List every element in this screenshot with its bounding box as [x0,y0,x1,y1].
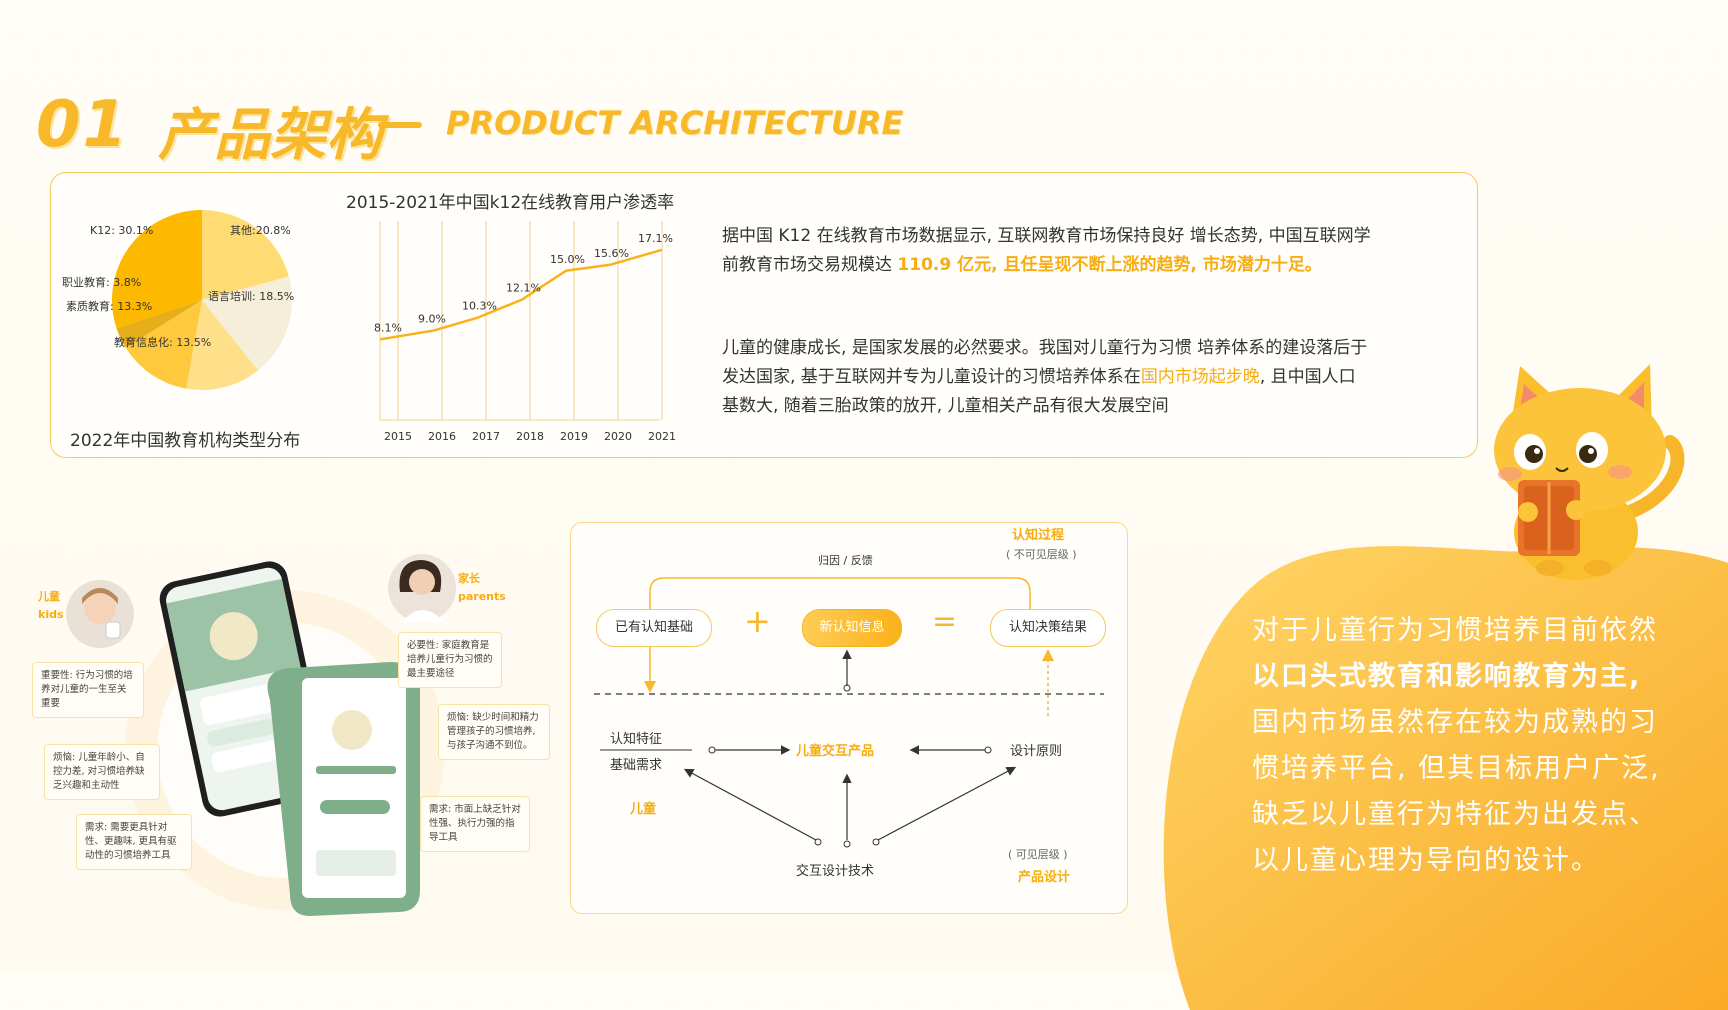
plus-sign: + [744,602,771,640]
pie-chart: K12: 30.1% 其他:20.8% 语言培训: 18.5% 教育信息化: 13.5… [62,210,294,390]
x-tick-label: 2021 [648,430,676,443]
x-tick-label: 2015 [384,430,412,443]
blob-line-4: 惯培养平台, 但其目标用户广泛, [1252,753,1661,784]
note-parent-need: 需求: 市面上缺乏针对性强、执行力强的指导工具 [420,796,530,852]
pie-slice-label: 素质教育: 13.3% [66,299,152,313]
diagram-connectors [594,577,1104,848]
paragraph-market: 据中国 K12 在线教育市场数据显示, 互联网教育市场保持良好 增长态势, 中国… [722,222,1422,280]
data-label: 10.3% [462,300,497,313]
pie-slice [125,300,202,389]
paragraph-market-line1: 据中国 K12 在线教育市场数据显示, 互联网教育市场保持良好 增长态势, 中国… [722,226,1371,246]
blob-summary-text: 对于儿童行为习惯培养目前依然 以口头式教育和影响教育为主, 国内市场虽然存在较为… [1252,608,1692,884]
label-product-design: 产品设计 [1018,870,1071,885]
equals-sign: = [932,604,958,639]
x-tick-label: 2018 [516,430,544,443]
data-label: 15.0% [550,253,585,266]
node-design-principle: 设计原则 [1010,744,1063,759]
orange-blob-background [1163,546,1728,1010]
pie-slice [186,300,259,390]
kid-avatar [66,580,134,648]
pie-slice [202,210,289,300]
pie-slice-label: 语言培训: 18.5% [208,289,294,303]
x-tick-label: 2019 [560,430,588,443]
data-label: 9.0% [418,312,446,325]
note-importance: 重要性: 行为习惯的培养对儿童的一生至关重要 [32,662,144,718]
parent-label-cn: 家长 [458,572,480,585]
line-chart: 8.1% 2015 9.0% 2016 10.3% 2017 12.1% 2018 15.0% 2… [374,221,676,443]
node-cognitive-feature: 认知特征 [610,732,663,747]
node-basic-need: 基础需求 [610,758,663,773]
data-label: 12.1% [506,282,541,295]
note-kid-need: 需求: 需要更具针对性、更趣味, 更具有驱动性的习惯培养工具 [76,814,192,870]
pie-slice [116,300,202,348]
parent-label-en: parents [458,590,506,603]
pie-slice-label: 其他:20.8% [230,224,291,237]
node-decision-result: 认知决策结果 [990,609,1106,647]
label-cognitive-process: 认知过程 [1012,528,1065,543]
pie-caption: 2022年中国教育机构类型分布 [70,431,301,451]
pie-slice-label: 教育信息化: 13.5% [114,335,211,349]
label-invisible-level: ( 不可见层级 ) [1006,548,1077,561]
pie-slice [112,210,202,329]
data-label: 15.6% [594,247,629,260]
x-tick-label: 2020 [604,430,632,443]
blob-line-5: 缺乏以儿童行为特征为出发点、 [1252,799,1658,830]
series-line [379,248,663,341]
pie-slice-label: K12: 30.1% [90,224,153,237]
kid-label-cn: 儿童 [38,590,60,603]
label-visible-level: ( 可见层级 ) [1008,848,1068,861]
paragraph-market-line2: 前教育市场交易规模达 110.9 亿元, 且任呈现不断上涨的趋势, 市场潜力十足… [722,255,1322,275]
paragraph-growth-line1: 儿童的健康成长, 是国家发展的必然要求。我国对儿童行为习惯 培养体系的建设落后于 [722,338,1368,358]
note-kid-trouble: 烦恼: 儿童年龄小、自控力差, 对习惯培养缺乏兴趣和主动性 [44,744,160,800]
node-child: 儿童 [630,802,657,817]
pie-slice-label: 职业教育: 3.8% [62,275,141,289]
blob-line-6: 以儿童心理为导向的设计。 [1252,845,1600,876]
note-parent-trouble: 烦恼: 缺少时间和精力管理孩子的习惯培养, 与孩子沟通不到位。 [438,704,550,760]
blob-line-1: 对于儿童行为习惯培养目前依然 [1252,615,1658,646]
late-start-highlight: 国内市场起步晚 [1140,367,1260,387]
cat-mascot-illustration [1494,364,1685,580]
title-divider [378,122,422,128]
section-title-en: PRODUCT ARCHITECTURE [446,104,904,142]
data-label: 8.1% [374,321,402,334]
node-interaction-tech: 交互设计技术 [796,864,875,879]
phone-app-illustration [125,561,445,916]
kid-label-en: kids [38,608,64,621]
paragraph-growth: 儿童的健康成长, 是国家发展的必然要求。我国对儿童行为习惯 培养体系的建设落后于… [722,334,1422,421]
section-number: 01 [36,88,130,162]
label-attribution-feedback: 归因 / 反馈 [818,554,873,567]
paragraph-growth-line3: 基数大, 随着三胎政策的放开, 儿童相关产品有很大发展空间 [722,396,1169,416]
node-child-product: 儿童交互产品 [796,744,875,759]
cognition-diagram [570,522,1128,914]
pie-slice [202,276,292,371]
section-title-cn: 产品架构 [158,103,382,168]
node-existing-cognition: 已有认知基础 [596,609,712,647]
parent-avatar [388,554,456,622]
blob-line-3: 国内市场虽然存在较为成熟的习 [1252,707,1658,738]
x-tick-label: 2016 [428,430,456,443]
data-label: 17.1% [638,232,673,245]
market-highlight: 110.9 亿元, 且任呈现不断上涨的趋势, 市场潜力十足。 [897,255,1322,275]
note-necessity: 必要性: 家庭教育是培养儿童行为习惯的最主要途径 [398,632,502,688]
x-tick-label: 2017 [472,430,500,443]
line-chart-title: 2015-2021年中国k12在线教育用户渗透率 [346,193,675,213]
blob-line-2: 以口头式教育和影响教育为主, [1252,661,1642,692]
node-new-info: 新认知信息 [802,609,902,647]
paragraph-growth-line2: 发达国家, 基于互联网并专为儿童设计的习惯培养体系在国内市场起步晚, 且中国人口 [722,367,1356,387]
